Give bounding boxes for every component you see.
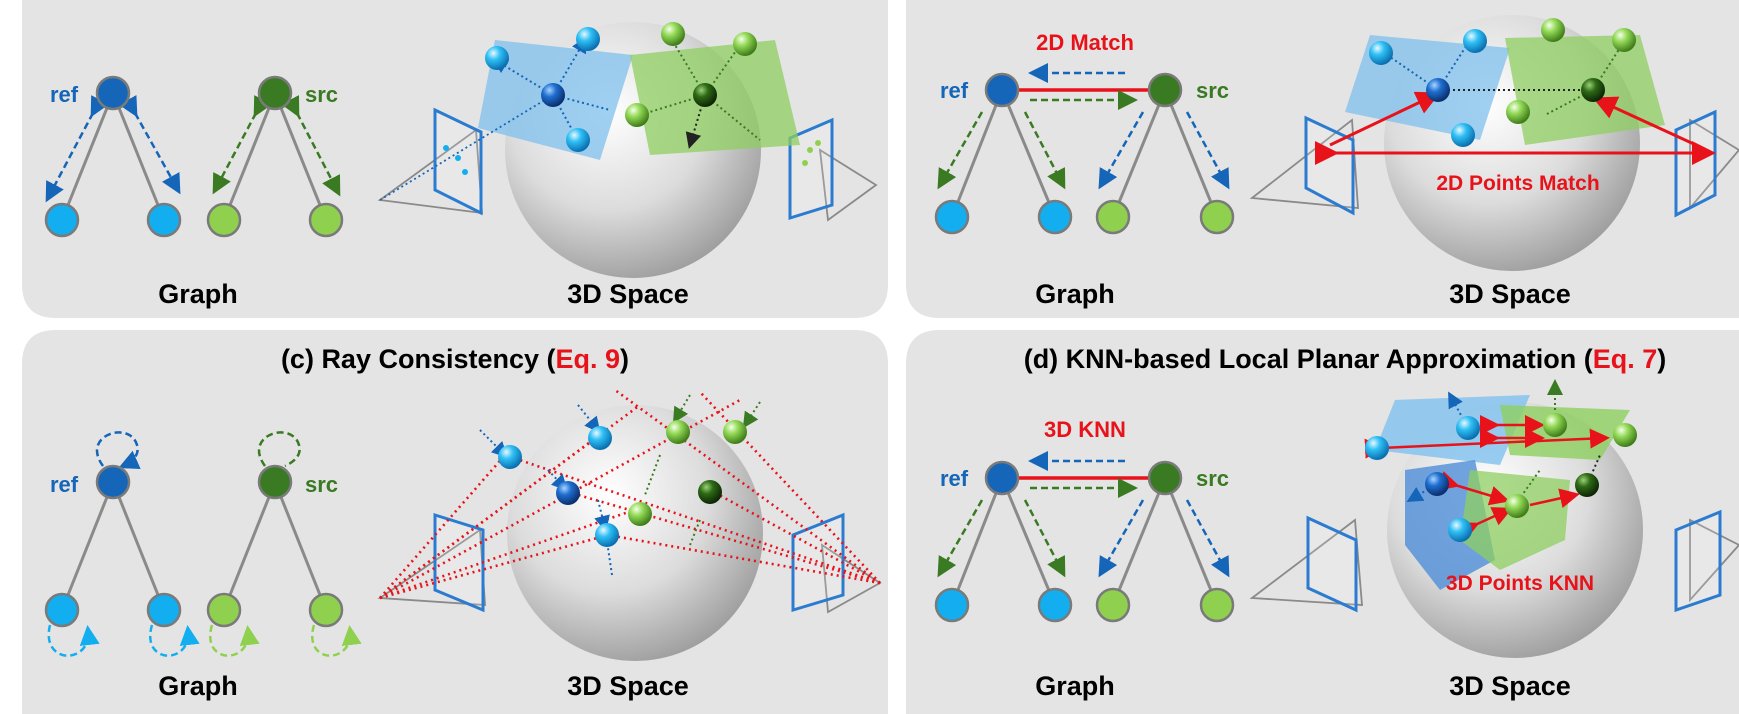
- src-label: src: [1196, 466, 1229, 491]
- panel-a-graph: ref src: [44, 75, 344, 238]
- src-label: src: [1196, 78, 1229, 103]
- ref-camera: [377, 128, 483, 215]
- points-knn-label: 3D Points KNN: [1446, 572, 1594, 595]
- panel-a: ref src: [22, 0, 888, 318]
- src-camera: [818, 148, 878, 222]
- panel-d-graph: ref src 3D KNN: [934, 417, 1235, 623]
- space-caption: 3D Space: [567, 279, 689, 309]
- ref-label: ref: [50, 472, 79, 497]
- panel-c: (c) Ray Consistency (Eq. 9) ref src: [22, 330, 888, 714]
- ref-child-node: [44, 202, 80, 238]
- src-child-node: [206, 202, 242, 238]
- panel-b-3d-space: 2D Points Match: [1249, 15, 1739, 271]
- ref-label: ref: [940, 78, 969, 103]
- panel-a-3d-space: [377, 22, 878, 278]
- graph-caption: Graph: [1035, 279, 1115, 309]
- points-match-label: 2D Points Match: [1436, 172, 1599, 195]
- src-child-node: [308, 202, 344, 238]
- panel-c-graph: ref src: [44, 431, 362, 657]
- ref-label: ref: [50, 82, 79, 107]
- graph-caption: Graph: [158, 279, 238, 309]
- knn-label: 3D KNN: [1044, 417, 1126, 442]
- panel-d-3d-space: 3D Points KNN: [1249, 379, 1739, 658]
- graph-caption: Graph: [158, 671, 238, 701]
- match-label: 2D Match: [1036, 30, 1134, 55]
- space-caption: 3D Space: [1449, 279, 1571, 309]
- ref-child-node: [146, 202, 182, 238]
- ref-node: [95, 75, 131, 111]
- ref-label: ref: [940, 466, 969, 491]
- panel-d: (d) KNN-based Local Planar Approximation…: [906, 330, 1739, 714]
- panel-c-3d-space: [377, 388, 882, 661]
- panel-d-title: (d) KNN-based Local Planar Approximation…: [1024, 344, 1667, 374]
- src-node: [257, 75, 293, 111]
- src-label: src: [305, 472, 338, 497]
- panel-b-graph: ref src 2D Match: [934, 30, 1235, 235]
- panel-b: ref src 2D Match: [906, 0, 1739, 318]
- graph-caption: Graph: [1035, 671, 1115, 701]
- space-caption: 3D Space: [1449, 671, 1571, 701]
- space-caption: 3D Space: [567, 671, 689, 701]
- src-label: src: [305, 82, 338, 107]
- panel-c-title: (c) Ray Consistency (Eq. 9): [281, 344, 629, 374]
